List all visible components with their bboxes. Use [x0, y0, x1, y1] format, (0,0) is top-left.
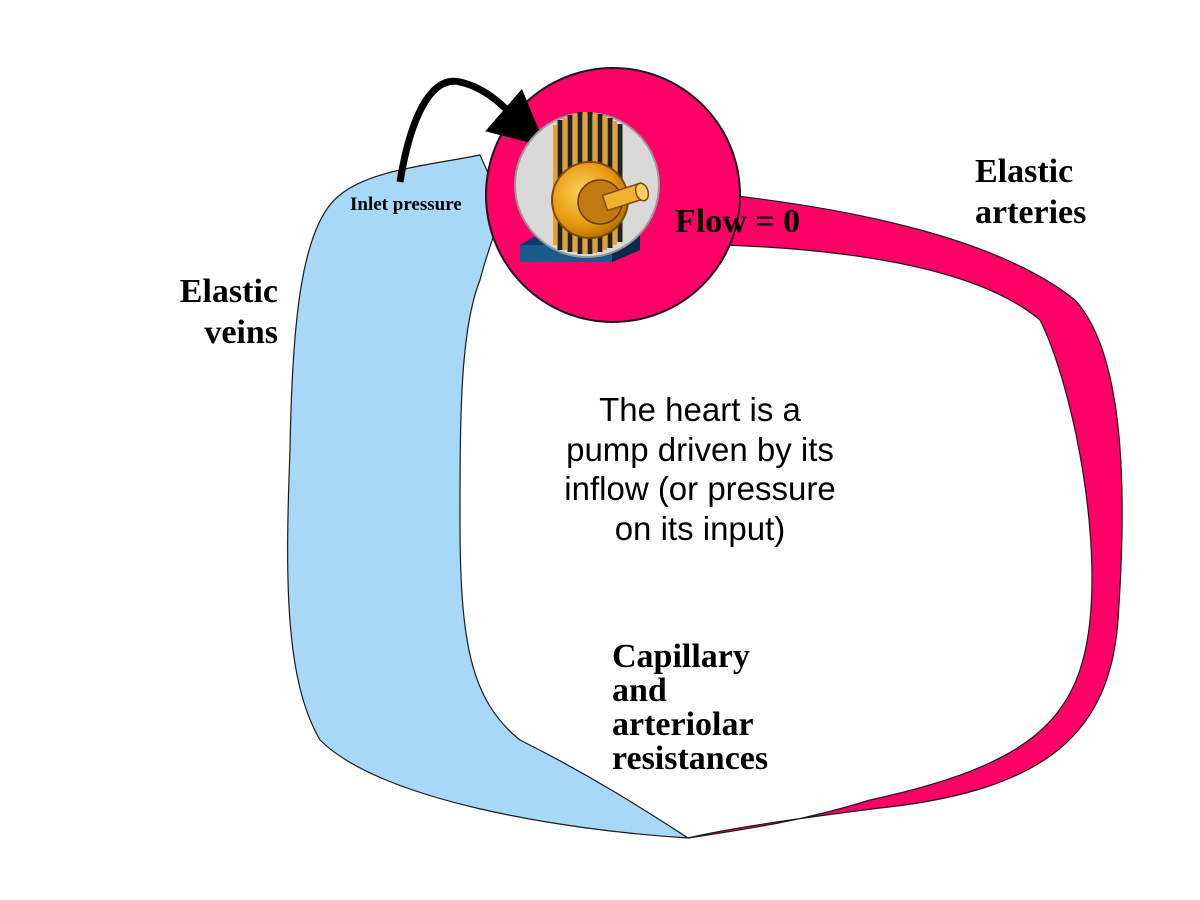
elastic-veins-label: Elastic veins [179, 273, 278, 351]
electric-motor-icon [514, 112, 660, 262]
center-explanation-text: The heart is a pump driven by its inflow… [564, 391, 836, 547]
inlet-pressure-arrow [396, 77, 546, 183]
capillary-resistances-label: Capillary and arteriolar resistances [612, 638, 769, 777]
elastic-arteries-label: Elastic arteries [975, 153, 1087, 231]
flow-label: Flow = 0 [675, 203, 801, 240]
inlet-pressure-label: Inlet pressure [350, 194, 462, 215]
veins-vessel [287, 154, 691, 839]
